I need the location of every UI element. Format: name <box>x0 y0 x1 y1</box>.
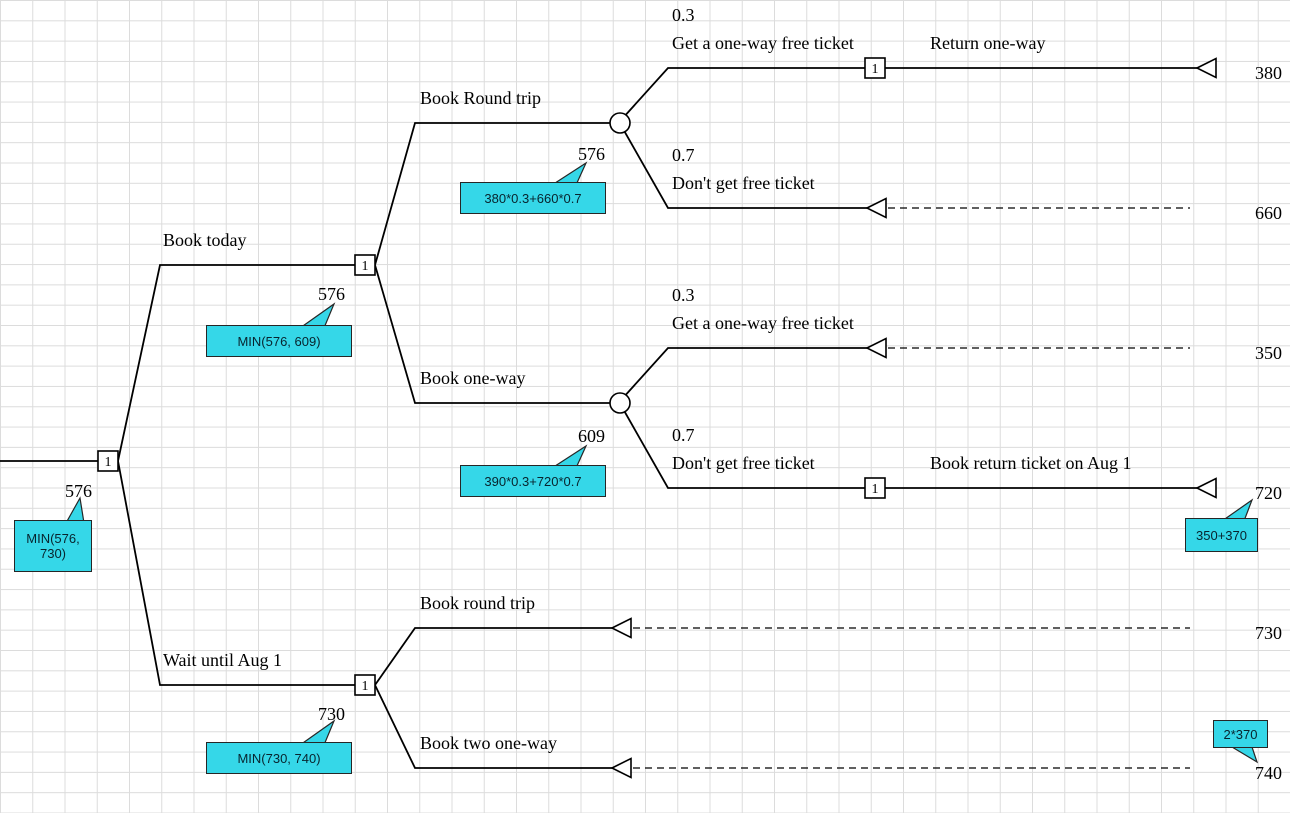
branch-wait-two-one-way-line <box>374 684 613 769</box>
branch-ow-no-free-line <box>621 406 866 489</box>
ev-wait: 730 <box>318 704 345 724</box>
branch-wait-round-trip-line <box>374 627 613 686</box>
probability-rt-get-free: 0.3 <box>672 5 695 25</box>
callout-740-formula: 2*370 <box>1213 720 1268 748</box>
terminal-value-660: 660 <box>1255 203 1282 223</box>
decision-node-book-today <box>354 254 376 276</box>
callout-720-formula: 350+370 <box>1185 518 1258 552</box>
branch-label-book-one-way: Book one-way <box>420 368 526 388</box>
branch-label-ow-no-free: Don't get free ticket <box>672 453 815 473</box>
decision-node-wait <box>354 674 376 696</box>
ev-root: 576 <box>65 481 92 501</box>
terminal-value-720: 720 <box>1255 483 1282 503</box>
probability-ow-get-free: 0.3 <box>672 285 695 305</box>
branch-rt-get-free-line <box>621 67 866 120</box>
callout-round-trip-formula: 380*0.3+660*0.7 <box>460 182 606 214</box>
ev-book-round-trip: 576 <box>578 144 605 164</box>
ev-book-today: 576 <box>318 284 345 304</box>
terminal-value-740: 740 <box>1255 763 1282 783</box>
decision-node-wait-value: 1 <box>362 679 369 694</box>
end-node-350 <box>865 337 887 359</box>
branch-label-rt-no-free: Don't get free ticket <box>672 173 815 193</box>
decision-node-ow-no-free-value: 1 <box>872 482 879 497</box>
probability-rt-no-free: 0.7 <box>672 145 695 165</box>
end-node-720 <box>1195 477 1217 499</box>
chance-node-one-way <box>609 392 631 414</box>
branch-label-rt-get-free: Get a one-way free ticket <box>672 33 854 53</box>
callout-one-way-formula: 390*0.3+720*0.7 <box>460 465 606 497</box>
decision-node-rt-free <box>864 57 886 79</box>
terminal-value-730: 730 <box>1255 623 1282 643</box>
ev-book-one-way: 609 <box>578 426 605 446</box>
branch-label-ow-get-free: Get a one-way free ticket <box>672 313 854 333</box>
decision-node-root-value: 1 <box>105 455 112 470</box>
branch-label-book-round-trip: Book Round trip <box>420 88 542 108</box>
terminal-value-350: 350 <box>1255 343 1282 363</box>
callout-book-today-formula: MIN(576, 609) <box>206 325 352 357</box>
decision-node-root <box>97 450 119 472</box>
branch-label-wait-round-trip: Book round trip <box>420 593 535 613</box>
branch-ow-get-free-line <box>621 347 868 400</box>
branch-book-today-line <box>117 264 355 462</box>
decision-node-rt-free-value: 1 <box>872 62 879 77</box>
branch-label-wait: Wait until Aug 1 <box>163 650 283 670</box>
callout-root-formula: MIN(576, 730) <box>14 520 92 572</box>
branch-label-wait-two-one-way: Book two one-way <box>420 733 557 753</box>
end-node-730 <box>610 617 632 639</box>
decision-node-book-today-value: 1 <box>362 259 369 274</box>
end-node-380 <box>1195 57 1217 79</box>
branch-label-return-one-way: Return one-way <box>930 33 1046 53</box>
branch-rt-no-free-line <box>621 126 868 209</box>
branch-book-round-trip-line <box>374 122 610 266</box>
branch-wait-line <box>117 460 355 686</box>
probability-ow-no-free: 0.7 <box>672 425 695 445</box>
end-node-740 <box>610 757 632 779</box>
decision-node-ow-no-free <box>864 477 886 499</box>
callout-tail-740 <box>1229 746 1259 764</box>
callout-wait-formula: MIN(730, 740) <box>206 742 352 774</box>
branch-book-one-way-line <box>374 264 610 404</box>
branch-label-book-return-aug1: Book return ticket on Aug 1 <box>930 453 1132 473</box>
chance-node-round-trip <box>609 112 631 134</box>
terminal-value-380: 380 <box>1255 63 1282 83</box>
end-node-660 <box>865 197 887 219</box>
branch-label-book-today: Book today <box>163 230 247 250</box>
